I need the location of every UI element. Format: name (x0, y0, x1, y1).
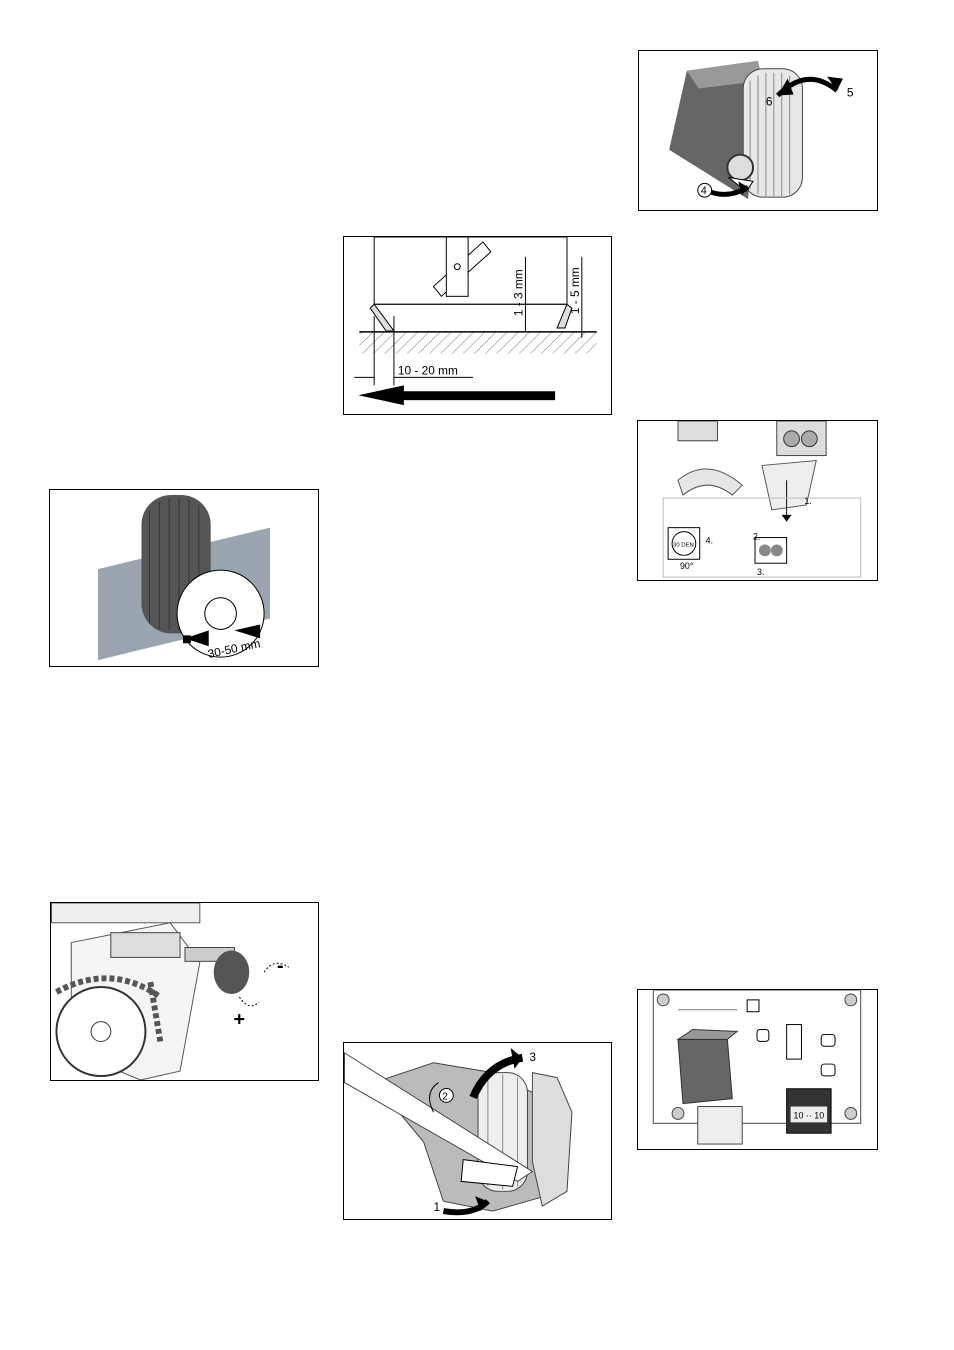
angle-90: 90° (680, 561, 694, 571)
plus-sign: + (233, 1009, 245, 1031)
circuit-board-illustration: 10 ·· 10 (638, 990, 877, 1149)
label-4: 4 (701, 185, 707, 197)
figure-filter-removal: 2 3 1 (343, 1042, 612, 1220)
figure-chain-tension: - + (50, 902, 319, 1081)
step-4: 4. (706, 535, 713, 545)
display-readout: 10 ·· 10 (794, 1110, 825, 1120)
label-6: 6 (766, 94, 773, 108)
dim-10-20-mm: 10 - 20 mm (398, 363, 458, 377)
badge-30-den: 30 DEN (673, 542, 694, 548)
dim-1-3-mm: 1 - 3 mm (511, 269, 525, 316)
filter-removal-illustration: 2 3 1 (344, 1043, 611, 1219)
brush-filter-illustration: 6 5 4 (639, 51, 877, 210)
step-2: 2. (753, 532, 760, 542)
side-brush-height-illustration: 1 - 3 mm 1 - 5 mm 10 - 20 mm (344, 237, 611, 414)
figure-brush-filter-rotation: 6 5 4 (638, 50, 878, 211)
brush-contact-strip-illustration: 30-50 mm (50, 490, 318, 666)
minus-sign: - (277, 955, 284, 977)
step-3: 3. (757, 567, 764, 577)
label-5: 5 (847, 85, 854, 99)
figure-brush-replacement: 30 DEN 1. 2. 3. 4. 90° (637, 420, 878, 581)
dim-1-5-mm: 1 - 5 mm (568, 267, 582, 314)
figure-circuit-board: 10 ·· 10 (637, 989, 878, 1150)
label-2: 2 (442, 1091, 448, 1102)
step-1: 1. (804, 496, 811, 506)
label-3: 3 (529, 1050, 536, 1064)
brush-replacement-illustration: 30 DEN 1. 2. 3. 4. 90° (638, 421, 877, 580)
figure-brush-contact-strip: 30-50 mm (49, 489, 319, 667)
figure-side-brush-height: 1 - 3 mm 1 - 5 mm 10 - 20 mm (343, 236, 612, 415)
chain-tension-illustration: - + (51, 903, 318, 1080)
label-1: 1 (434, 1200, 441, 1214)
